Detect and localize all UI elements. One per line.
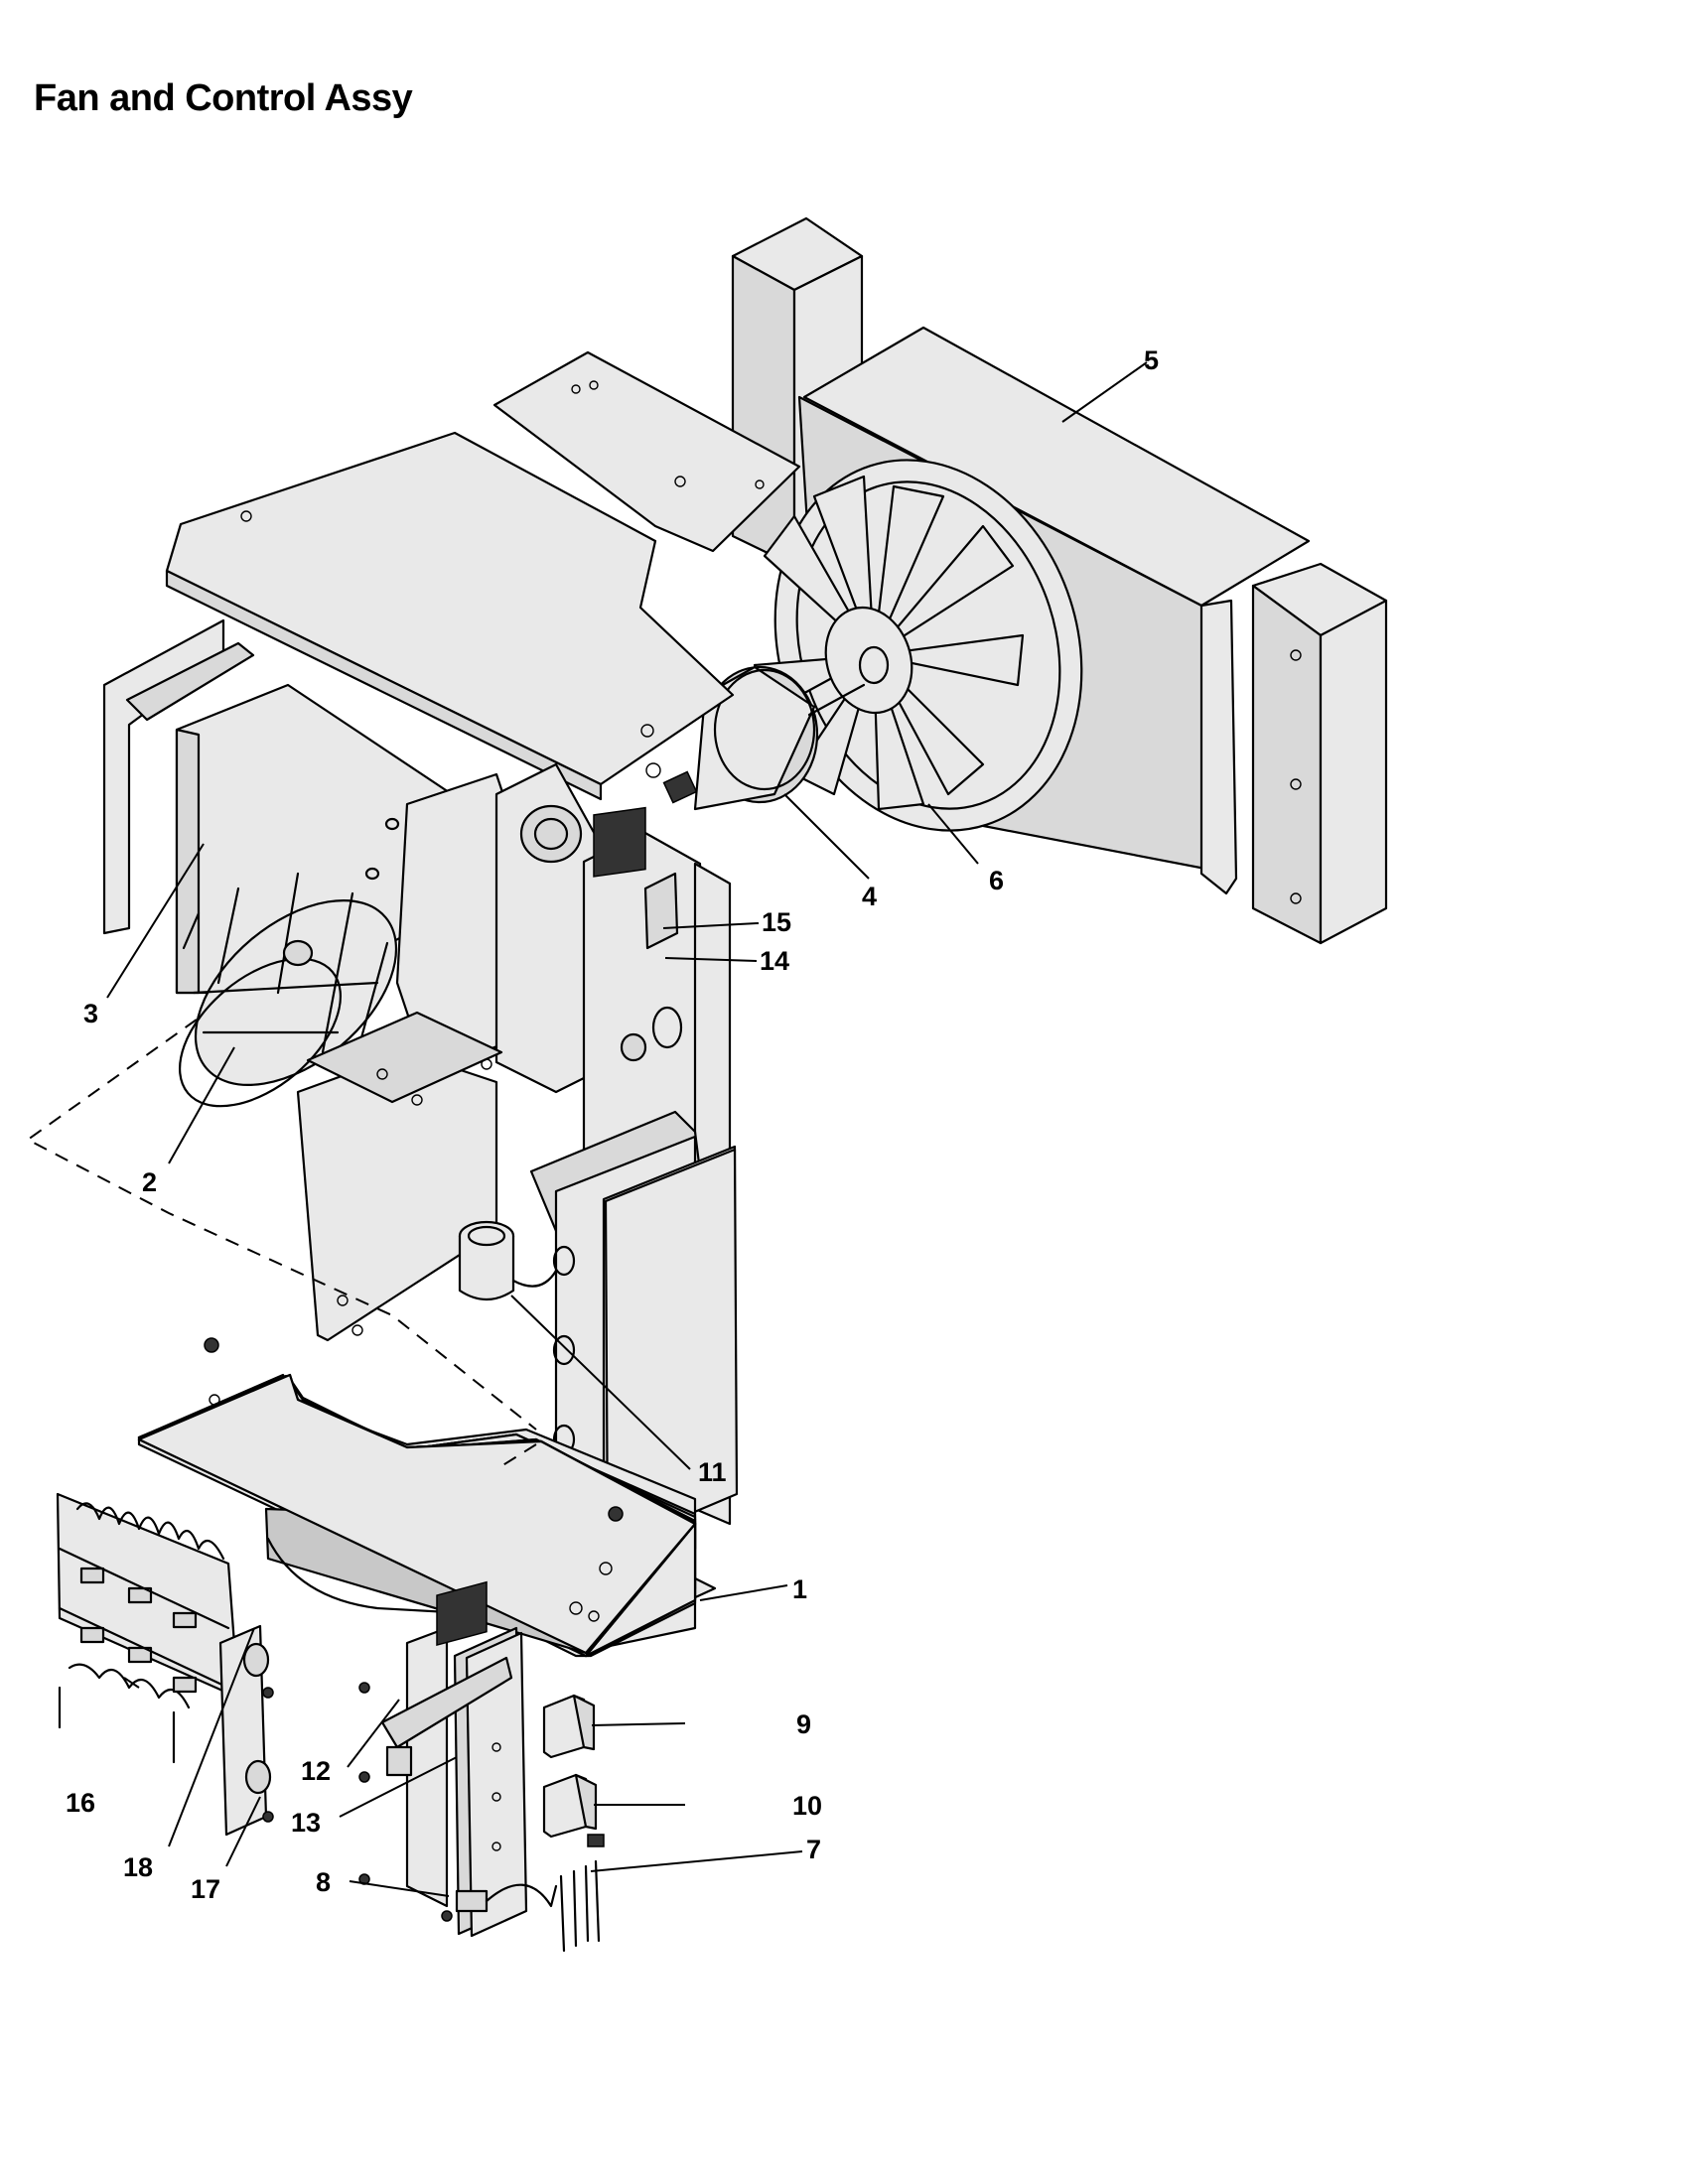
callout-4: 4 <box>862 882 877 911</box>
callout-6: 6 <box>989 866 1004 895</box>
callout-10: 10 <box>792 1791 822 1821</box>
blower-wheel <box>178 872 398 1108</box>
top-deck <box>165 350 801 801</box>
callout-3: 3 <box>83 999 98 1028</box>
page-title: Fan and Control Assy <box>34 77 413 119</box>
center-divider <box>494 762 608 1094</box>
callout-9: 9 <box>796 1709 811 1739</box>
lower-center-panel <box>296 1011 558 1342</box>
callout-13: 13 <box>291 1808 321 1838</box>
capacitor <box>458 1220 558 1301</box>
right-side-panels <box>529 862 739 1551</box>
callout-12: 12 <box>301 1756 331 1786</box>
phantom-lines <box>26 1019 537 1470</box>
blower-housing <box>102 618 523 1074</box>
relays <box>542 1694 598 1839</box>
callout-5: 5 <box>1144 345 1159 375</box>
callout-14: 14 <box>760 946 789 976</box>
fan-motor <box>662 665 866 811</box>
heater-assembly <box>56 1492 274 1837</box>
callout-11: 11 <box>698 1457 727 1487</box>
power-cord <box>559 1834 605 1953</box>
callout-16: 16 <box>66 1788 95 1818</box>
callout-labels: 1 2 3 4 5 6 7 8 9 10 11 12 13 14 15 16 1… <box>66 345 1159 1904</box>
callout-18: 18 <box>123 1852 153 1882</box>
condenser-fan-blade <box>753 459 1083 832</box>
callout-1: 1 <box>792 1574 807 1604</box>
base-pan <box>137 1337 717 1658</box>
callout-7: 7 <box>806 1835 821 1864</box>
leader-lines <box>106 361 1148 1897</box>
callout-8: 8 <box>316 1867 331 1897</box>
callout-17: 17 <box>191 1874 220 1904</box>
callout-15: 15 <box>762 907 791 937</box>
control-bracket <box>358 1580 558 1938</box>
callout-2: 2 <box>142 1167 157 1197</box>
